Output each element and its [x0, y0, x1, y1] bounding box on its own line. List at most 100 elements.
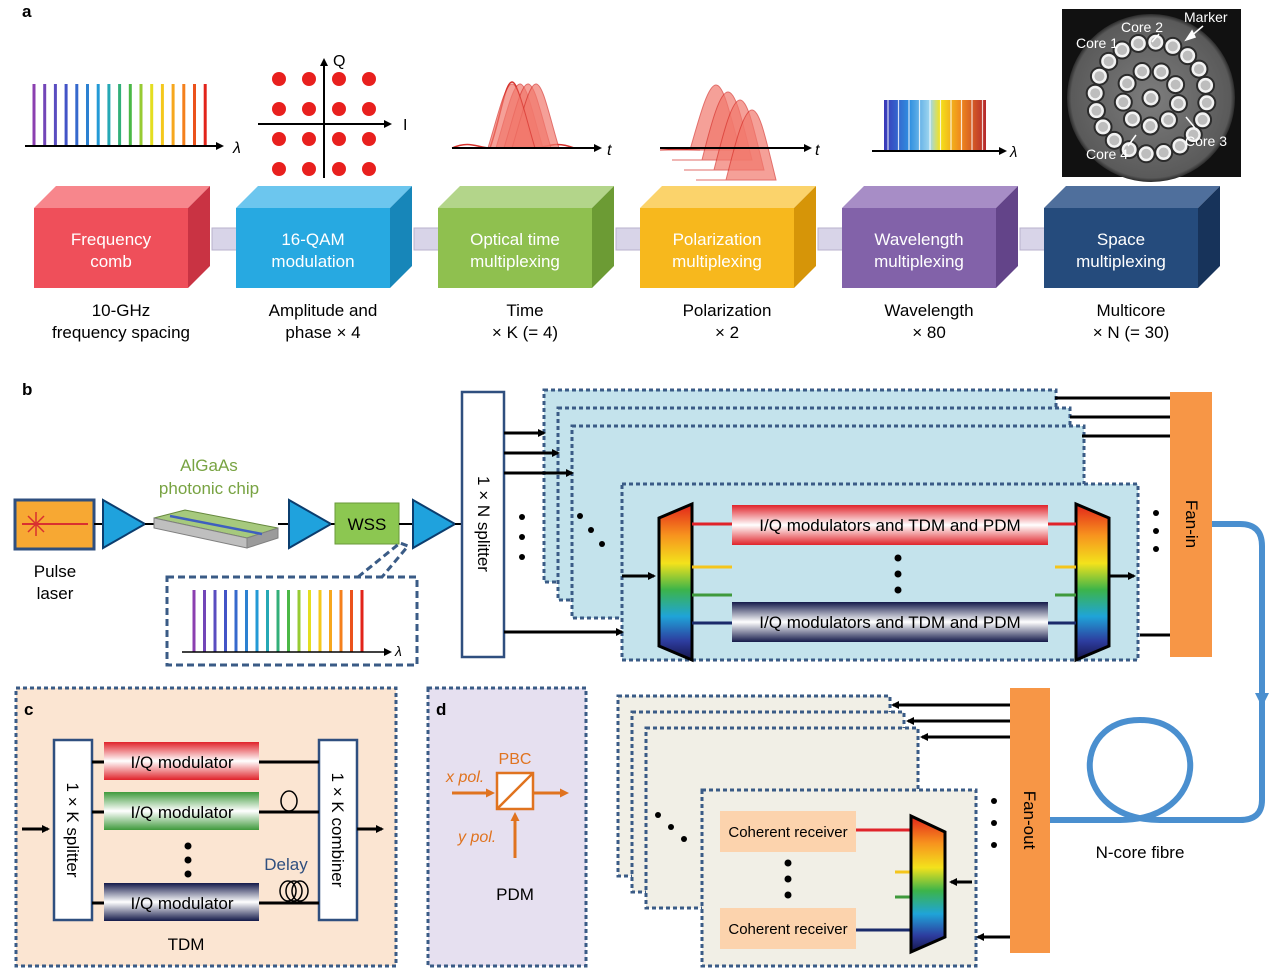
y-pol-label: y pol. [457, 829, 496, 846]
algaas-chip-icon [153, 509, 279, 549]
fibre-label-core1: Core 1 [1076, 35, 1118, 51]
block-title: Optical time [470, 230, 560, 249]
delay-coil-icon [279, 790, 309, 902]
wavelength-mux-panel [622, 501, 1136, 663]
iq-modulator-3 [104, 883, 259, 921]
n-core-fibre-icon [1050, 521, 1269, 823]
block-description: × K (= 4) [492, 323, 558, 342]
qam-point [362, 162, 376, 176]
time-axis-t: t [607, 142, 612, 159]
block-title: Polarization [673, 230, 762, 249]
block-description: Time [506, 301, 543, 320]
amplifier-1-icon [102, 498, 148, 550]
qam-constellation-icon [258, 58, 392, 178]
chip-label-1: AlGaAs [180, 456, 238, 475]
modulator-row-1-label: I/Q modulators and TDM and PDM [759, 516, 1020, 535]
qam-axis-i: I [403, 117, 407, 134]
wavelength-spectrum-icon [872, 100, 1007, 155]
k-combiner-label: 1 × K combiner [328, 773, 347, 888]
block-description: × N (= 30) [1093, 323, 1170, 342]
receiver-panel [720, 811, 972, 955]
k-splitter-box [52, 738, 94, 922]
x-pol-label: x pol. [445, 769, 484, 786]
qam-point [302, 162, 316, 176]
amplifier-2-icon [288, 498, 334, 550]
pdm-panel [426, 686, 588, 968]
fan-out-label: Fan-out [1020, 791, 1039, 850]
qam-point [272, 162, 286, 176]
panel-b-label: b [22, 380, 32, 399]
iq-modulator-2-label: I/Q modulator [131, 803, 234, 822]
k-splitter-label: 1 × K splitter [63, 783, 82, 878]
pulse-laser-label-2: laser [37, 584, 74, 603]
qam-point [332, 102, 346, 116]
block-title: comb [90, 252, 132, 271]
spectrum-inset [165, 541, 419, 667]
pulse-laser [13, 498, 96, 551]
demux-rainbow-icon [657, 501, 694, 663]
block-title: Space [1097, 230, 1145, 249]
tdm-caption: TDM [168, 935, 205, 954]
pol-axis-t: t [815, 142, 820, 159]
qam-point [272, 132, 286, 146]
fan-out-box [1010, 688, 1050, 953]
block-description: Wavelength [884, 301, 973, 320]
qam-point [362, 132, 376, 146]
qam-axis-q: Q [333, 53, 345, 70]
qam-point [332, 162, 346, 176]
fibre-label-core4: Core 4 [1086, 146, 1128, 162]
amplifier-3-icon [412, 498, 458, 550]
block-description: Polarization [683, 301, 772, 320]
fan-in-ellipsis [1153, 510, 1159, 552]
qam-point [272, 102, 286, 116]
frequency-comb-icon [32, 84, 207, 146]
time-pulses-icon [451, 81, 602, 152]
iq-modulator-2 [104, 792, 259, 830]
chip-label-2: photonic chip [159, 479, 259, 498]
fibre-label: N-core fibre [1096, 843, 1185, 862]
iq-modulator-1 [104, 742, 259, 780]
fibre-label-core2: Core 2 [1121, 19, 1163, 35]
receiver-label-2: Coherent receiver [728, 921, 847, 938]
qam-point [362, 72, 376, 86]
fibre-label-marker: Marker [1184, 9, 1228, 25]
qam-point [302, 102, 316, 116]
receiver-box-2 [720, 908, 856, 949]
splitter-ellipsis [519, 513, 605, 560]
block-title: Wavelength [874, 230, 963, 249]
delay-label: Delay [264, 855, 308, 874]
mux-rainbow-icon [1074, 501, 1111, 663]
fan-in-box [1170, 392, 1212, 657]
pulse-laser-label-1: Pulse [34, 562, 77, 581]
block-description: Multicore [1097, 301, 1166, 320]
fan-in-label: Fan-in [1182, 500, 1201, 548]
block-title: multiplexing [672, 252, 762, 271]
panel-c-label: c [24, 700, 33, 719]
panel-a-label: a [22, 2, 32, 21]
pbc-label: PBC [499, 751, 532, 768]
pdm-caption: PDM [496, 885, 534, 904]
inset-lambda-label: λ [394, 643, 402, 659]
comb-lambda-label: λ [232, 140, 241, 157]
block-description: 10-GHz [92, 301, 151, 320]
block-description: phase × 4 [285, 323, 360, 342]
block-title: multiplexing [1076, 252, 1166, 271]
modulator-row-2-label: I/Q modulators and TDM and PDM [759, 613, 1020, 632]
block-description: frequency spacing [52, 323, 190, 342]
fan-out-ellipsis [655, 798, 997, 848]
modulator-row-2 [732, 602, 1048, 642]
qam-point [362, 102, 376, 116]
receiver-label-1: Coherent receiver [728, 824, 847, 841]
iq-modulator-3-label: I/Q modulator [131, 894, 234, 913]
polarization-pulses-icon [659, 84, 812, 181]
iq-modulator-1-label: I/Q modulator [131, 753, 234, 772]
wavelength-lambda-label: λ [1009, 144, 1017, 161]
qam-point [332, 72, 346, 86]
